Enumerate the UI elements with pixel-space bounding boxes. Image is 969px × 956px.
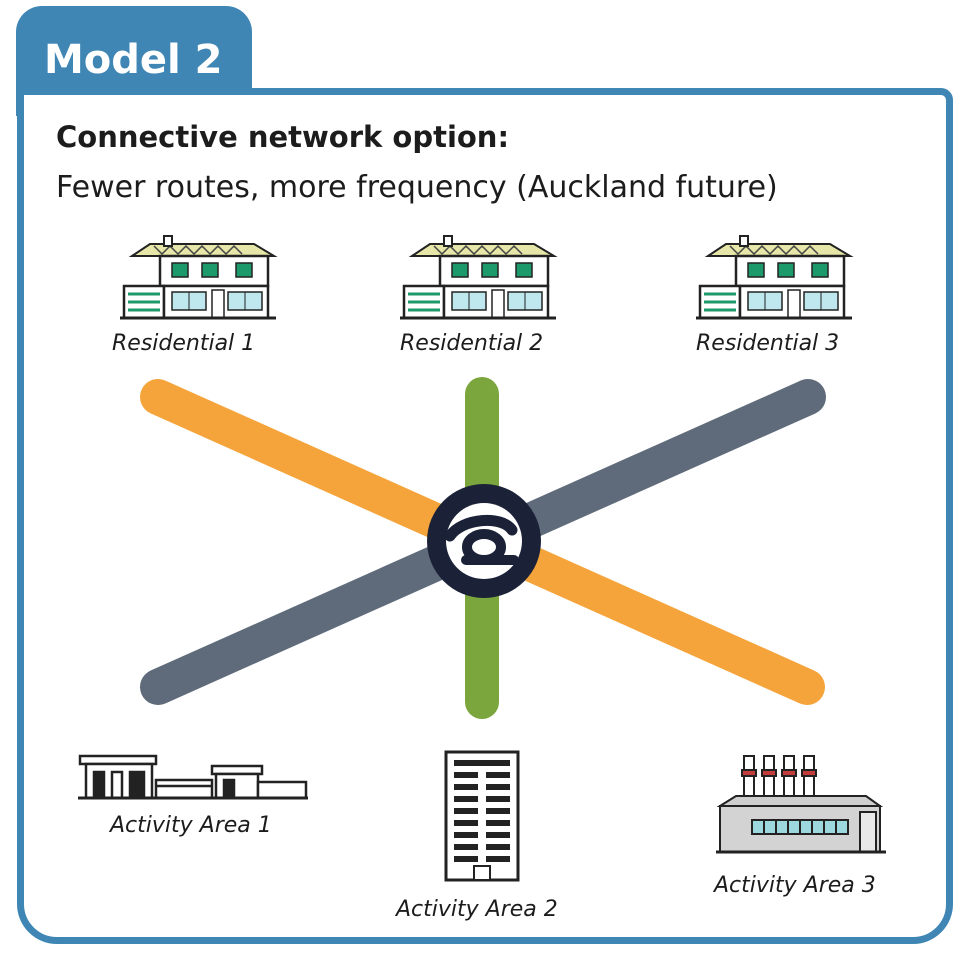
activity-2-label: Activity Area 2 (394, 897, 558, 922)
residential-3-label: Residential 3 (696, 331, 839, 356)
residential-2-house-icon (398, 234, 558, 320)
residential-3-house-icon (694, 234, 854, 320)
model-title: Model 2 (44, 37, 223, 83)
activity-1-shops-icon (78, 754, 308, 800)
activity-3-factory-icon (716, 755, 886, 854)
activity-1-label: Activity Area 1 (108, 813, 272, 838)
activity-2-tower-block-icon (444, 750, 520, 882)
residential-1-house-icon (118, 234, 278, 320)
residential-2-label: Residential 2 (400, 331, 543, 356)
at-hop-logo-icon (427, 484, 541, 598)
residential-1-label: Residential 1 (112, 331, 255, 356)
diagram-subheading: Fewer routes, more frequency (Auckland f… (56, 170, 778, 205)
activity-3-label: Activity Area 3 (712, 873, 876, 898)
diagram-heading: Connective network option: (56, 120, 510, 154)
